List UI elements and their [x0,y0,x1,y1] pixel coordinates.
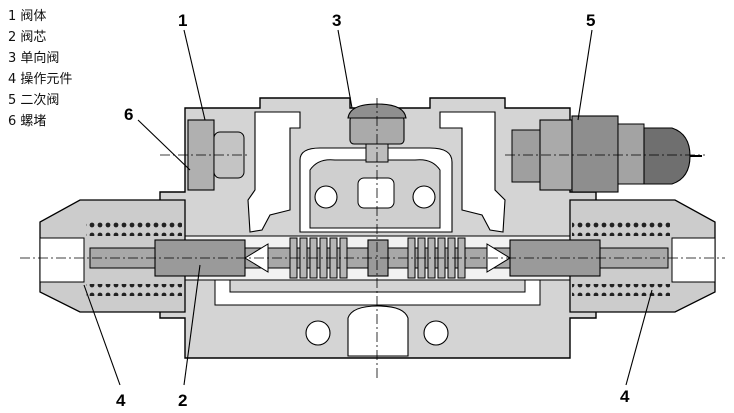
right-spring [572,222,670,236]
bottom-center-port [347,305,409,357]
legend-item-1: 1 阀体 [8,9,47,24]
legend-item-5: 5 二次阀 [8,93,60,108]
legend-item-6: 6 螺堵 [8,114,47,129]
body-cavity-left [247,111,301,233]
callout-3: 3 [332,11,341,30]
left-spring [86,284,182,296]
legend-item-3: 3 单向阀 [8,51,60,66]
callout-4-left: 4 [116,391,126,410]
callout-2: 2 [178,391,187,410]
body-cavity-right [439,111,506,233]
secondary-valve-nut [617,123,645,185]
callout-6: 6 [124,105,133,124]
spool-cone [486,243,511,273]
right-end-cap [671,237,716,283]
bolt-hole [412,185,436,209]
callout-5: 5 [586,11,595,30]
legend-item-2: 2 阀芯 [8,30,47,45]
left-spring [86,222,182,236]
bolt-hole [423,320,449,346]
callout-4-right: 4 [620,387,630,406]
secondary-valve-hex [571,115,619,193]
leader-lines [83,29,653,386]
bolt-hole [314,185,338,209]
legend-item-4: 4 操作元件 [8,72,73,87]
legend: 1 阀体 2 阀芯 3 单向阀 4 操作元件 5 二次阀 6 螺堵 [8,6,72,132]
center-port [357,177,395,209]
bolt-hole [305,320,331,346]
callout-1: 1 [178,11,187,30]
secondary-valve-knob [643,127,691,185]
right-spring [572,284,670,296]
secondary-valve-base [511,129,543,183]
left-end-cap [39,237,85,283]
